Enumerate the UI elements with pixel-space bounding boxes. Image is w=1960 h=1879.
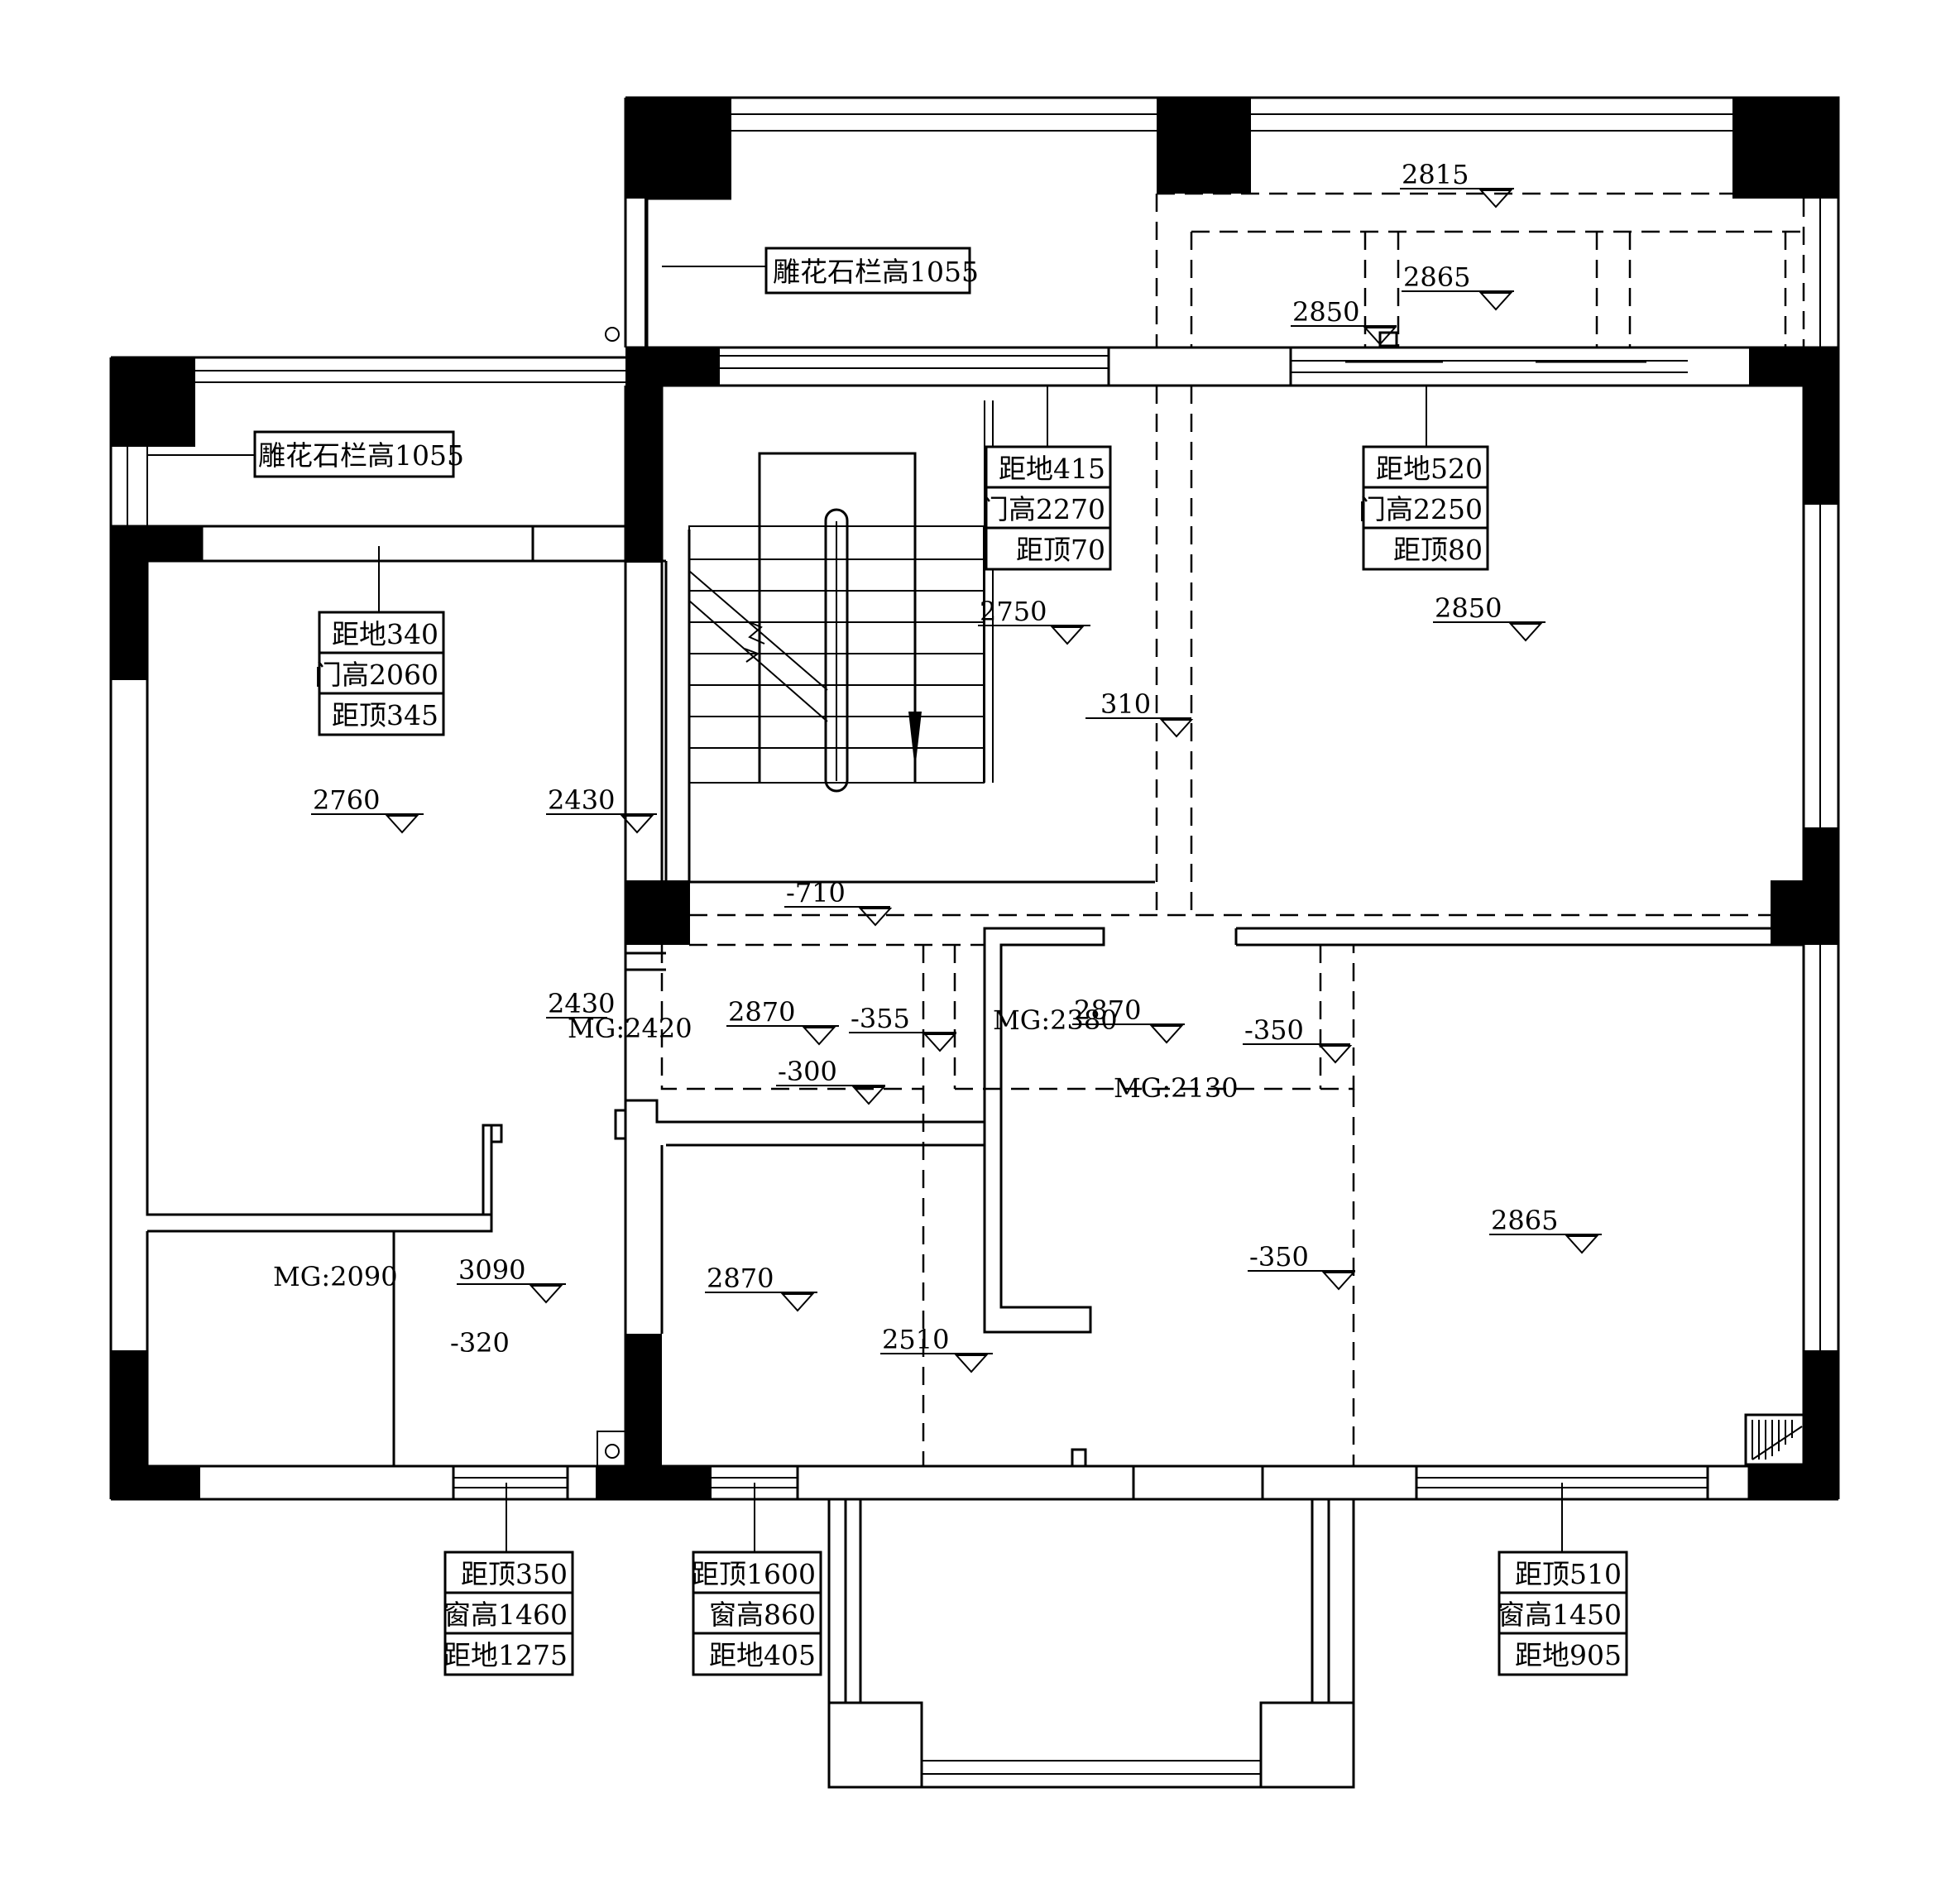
tag-line: 距顶70 [1016,534,1105,566]
level-mark: 2865 [1489,1205,1602,1254]
level-mark: 2815 [1400,159,1514,209]
level-mark: 2760 [311,784,424,834]
fixture-symbols [597,327,1805,1467]
level-mark-value: 2870 [728,996,795,1028]
railing-label: 雕花石栏高1055 [764,247,979,295]
level-mark: -350 [1248,1241,1356,1291]
level-mark-value: 310 [1100,688,1151,720]
mg-note: MG:2090 [273,1261,398,1292]
structural-columns [111,98,1838,1499]
level-mark: 2430 [546,784,657,834]
tag-line: 距顶1600 [692,1558,816,1590]
window-tag: 距顶350 窗高1460 距地1275 [443,1551,574,1676]
dashed-beam-lines [624,192,1805,1466]
level-mark-value: -350 [1244,1014,1304,1046]
tag-line: 门高2270 [981,493,1105,525]
tag-line: 距顶80 [1393,534,1483,566]
level-mark-value: 2850 [1435,592,1502,624]
tag-line: 距地340 [332,618,438,650]
level-mark-value: 2510 [882,1324,949,1355]
level-mark: 2510 [880,1324,993,1373]
leader-lines [147,266,1563,1552]
level-mark-value: 2430 [548,988,615,1019]
railing-label: 雕花石栏高1055 [253,430,464,478]
level-mark-value: 2870 [707,1263,774,1294]
level-mark: 2870 [1072,995,1185,1044]
level-mark: -350 [1243,1014,1353,1064]
tag-line: 门高2060 [314,659,438,691]
level-mark-value: 2865 [1403,261,1470,293]
level-mark-value: 2850 [1292,296,1359,328]
tag-line: 门高2250 [1359,493,1483,525]
mg-note: MG:2130 [1114,1072,1239,1104]
tag-line: 窗高1460 [443,1599,568,1631]
level-mark-value: 2760 [313,784,380,816]
level-mark: 2750 [978,596,1090,645]
level-note: -320 [450,1327,510,1359]
mg-note: MG:2380 [993,1004,1118,1036]
level-mark-value: -355 [851,1003,910,1034]
level-mark: 310 [1085,688,1194,738]
level-mark-value: -300 [778,1056,837,1087]
door-tag: 距地520 门高2250 距顶80 [1359,445,1489,571]
level-mark: -710 [784,877,893,927]
level-mark: 3090 [457,1254,566,1304]
level-mark: 2870 [726,996,839,1046]
tag-line: 距顶510 [1515,1558,1622,1590]
window-tag: 距顶1600 窗高860 距地405 [692,1551,822,1676]
tag-line: 距地405 [709,1639,816,1671]
staircase [688,400,994,793]
level-mark-value: 2430 [548,784,615,816]
level-mark-value: 2750 [980,596,1047,627]
tag-line: 距顶345 [332,699,438,731]
level-mark: 2850 [1291,296,1397,346]
level-mark-value: 2865 [1491,1205,1558,1236]
door-tag: 距地415 门高2270 距顶70 [981,445,1112,571]
level-mark: 2430 [546,988,615,1019]
level-mark: 2850 [1433,592,1545,642]
wall-lines [109,96,1840,1789]
tag-line: 距地520 [1376,453,1483,485]
window-tag: 距顶510 窗高1450 距地905 [1498,1551,1628,1676]
level-mark: 2865 [1402,261,1514,311]
tag-line: 窗高1450 [1498,1599,1622,1631]
level-mark-value: 3090 [458,1254,525,1286]
tag-line: 距顶350 [461,1558,568,1590]
level-mark: -300 [776,1056,886,1105]
tag-line: 窗高860 [709,1599,816,1631]
railing-label-text: 雕花石栏高1055 [773,256,979,288]
level-mark-value: -350 [1249,1241,1309,1273]
tag-line: 距地415 [999,453,1105,485]
level-mark-value: -710 [786,877,846,908]
level-mark: -355 [849,1003,957,1052]
tag-line: 距地1275 [443,1639,568,1671]
door-tag: 距地340 门高2060 距顶345 [314,611,445,736]
level-mark-value: 2815 [1402,159,1469,190]
tag-line: 距地905 [1515,1639,1622,1671]
level-mark: 2870 [705,1263,817,1312]
mg-note: MG:2420 [568,1013,692,1044]
railing-label-text: 雕花石栏高1055 [258,439,464,472]
level-mark-value: 2870 [1074,995,1141,1026]
